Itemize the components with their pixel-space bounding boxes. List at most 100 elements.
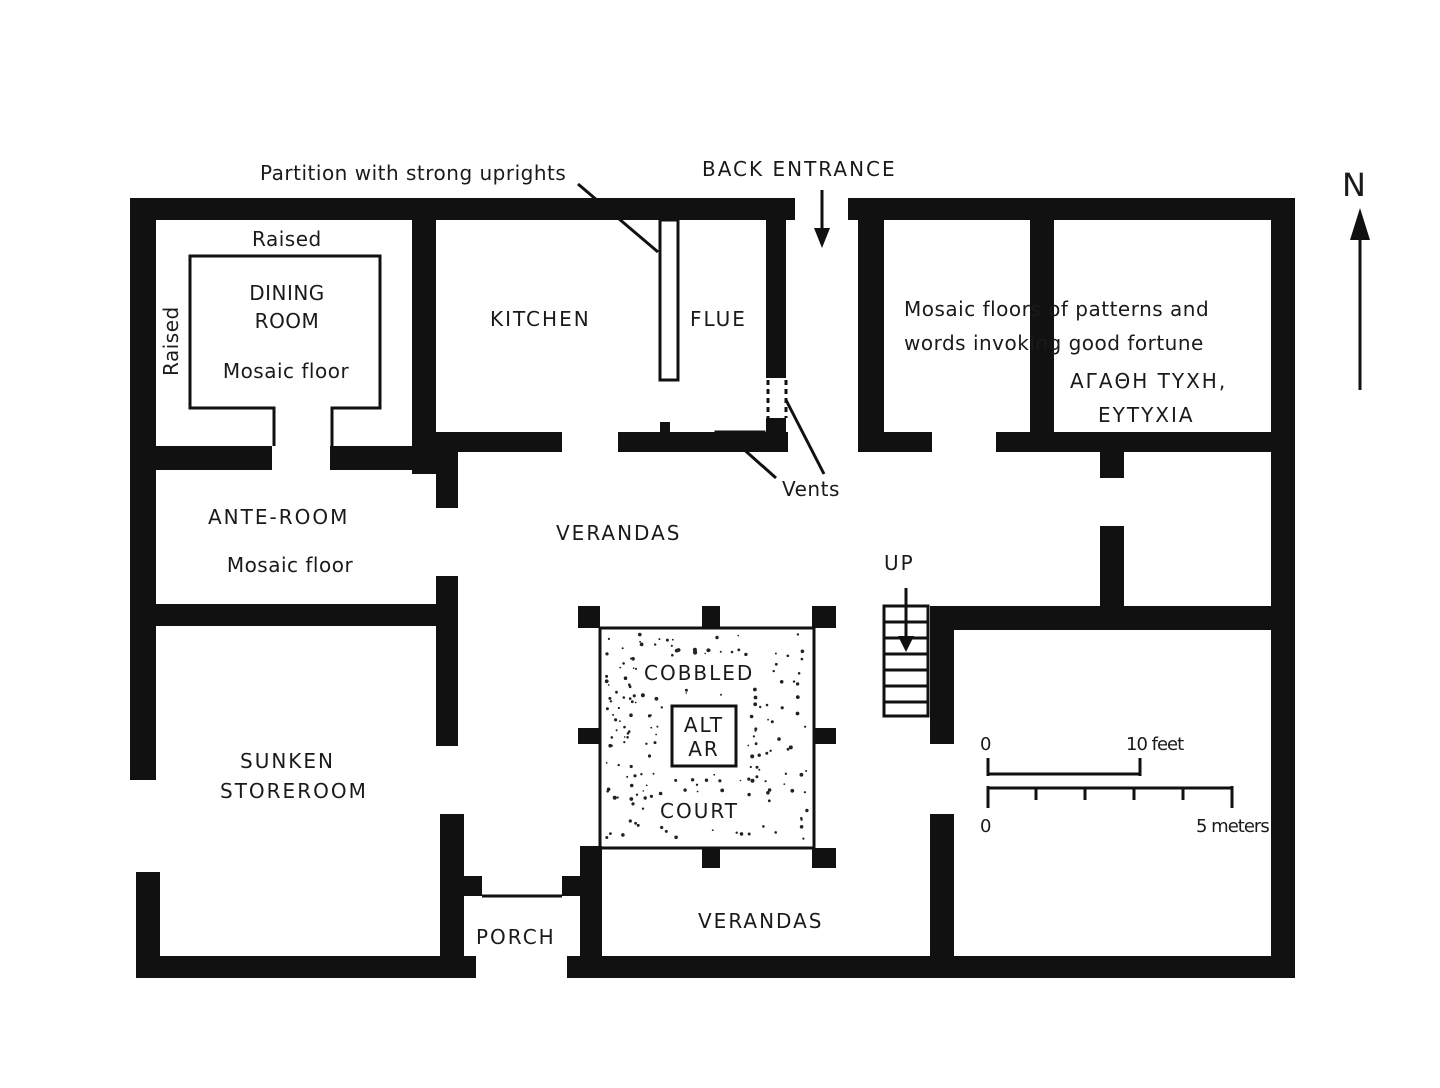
cobble-dot — [609, 832, 612, 835]
cobble-dot — [607, 684, 610, 686]
cobble-dot — [788, 745, 793, 750]
court-label: COURT — [660, 799, 739, 823]
cobble-dot — [629, 713, 633, 717]
cobble-dot — [605, 762, 608, 764]
cobble-dot — [633, 774, 637, 778]
back-entrance-label: BACK ENTRANCE — [702, 157, 897, 181]
partition-upright — [658, 218, 680, 382]
cobble-dot — [767, 799, 771, 803]
cobble-dot — [704, 778, 709, 782]
cobble-dot — [790, 788, 795, 793]
cobble-dot — [774, 662, 778, 666]
cobble-dot — [795, 695, 800, 699]
cobble-dot — [650, 714, 652, 716]
cobble-dot — [638, 632, 642, 637]
cobble-dot — [619, 666, 622, 669]
sunken-label: SUNKEN — [240, 749, 335, 773]
cobble-dot — [707, 648, 711, 652]
cobble-dot — [786, 747, 790, 751]
cobble-dot — [711, 829, 714, 832]
cobble-dot — [660, 825, 664, 830]
cobble-dot — [623, 741, 626, 744]
cobble-dot — [650, 726, 653, 729]
cobble-dot — [629, 783, 634, 788]
cobble-dot — [652, 772, 655, 775]
cobble-dot — [623, 736, 626, 738]
altar-label-1: ALT — [684, 713, 724, 737]
staircase — [882, 588, 930, 718]
cobble-dot — [676, 650, 679, 652]
cobble-dot — [632, 667, 635, 669]
cobble-dot — [762, 825, 765, 828]
cobble-dot — [612, 713, 615, 716]
cobble-dot — [616, 796, 619, 799]
cobble-dot — [623, 676, 628, 680]
cobble-dot — [684, 688, 688, 692]
ante-room-label: ANTE-ROOM — [208, 505, 349, 529]
altar-label-2: AR — [688, 737, 720, 761]
cobble-dot — [622, 662, 625, 665]
cobble-dot — [747, 777, 751, 781]
cobble-dot — [792, 680, 796, 683]
cobble-dot — [805, 770, 808, 772]
cobble-dot — [755, 775, 759, 779]
mosaic-note-line-2: words invoking good fortune — [904, 331, 1204, 355]
outer-walls — [130, 198, 1295, 978]
cobble-dot — [619, 720, 621, 723]
cobble-dot — [804, 725, 807, 728]
cobble-dot — [766, 791, 770, 795]
cobble-dot — [747, 744, 750, 747]
cobble-dot — [803, 791, 807, 794]
cobble-dot — [769, 749, 772, 752]
cobble-dot — [605, 652, 609, 656]
cobble-dot — [628, 697, 632, 700]
cobble-dot — [628, 819, 632, 823]
ante-floor-label: Mosaic floor — [227, 553, 354, 577]
cobble-dot — [671, 653, 674, 657]
cobble-dot — [765, 751, 769, 755]
cobble-dot — [749, 714, 754, 719]
cobble-dot — [645, 784, 648, 787]
scale-meters-end: 5 meters — [1196, 816, 1269, 837]
cobble-dot — [674, 835, 678, 840]
cobble-dot — [753, 695, 758, 700]
cobble-dot — [767, 718, 769, 721]
cobble-dot — [796, 633, 800, 636]
cobble-dot — [630, 657, 632, 660]
cobble-dot — [704, 652, 706, 655]
cobble-dot — [634, 667, 638, 670]
cobble-dot — [658, 638, 661, 641]
cobble-dot — [610, 736, 614, 739]
cobble-dot — [757, 753, 761, 757]
cobble-dot — [658, 791, 663, 796]
cobble-dot — [671, 638, 674, 641]
dining-room-label-1: DINING — [249, 281, 325, 305]
cobble-dot — [737, 634, 739, 637]
cobble-dot — [737, 648, 741, 652]
cobble-dot — [685, 692, 688, 694]
cobble-dot — [623, 725, 626, 729]
cobble-dot — [670, 644, 673, 647]
cobble-dot — [630, 700, 634, 704]
vents-label: Vents — [782, 477, 840, 501]
cobble-dot — [747, 832, 751, 836]
cobble-dot — [642, 790, 645, 792]
cobble-dot — [656, 725, 659, 728]
cobble-dot — [655, 733, 657, 736]
cobble-dot — [683, 788, 687, 792]
verandas-bottom-label: VERANDAS — [698, 909, 823, 933]
scale-bar: 0 10 feet 0 5 meters — [980, 734, 1270, 837]
cobble-dot — [605, 707, 609, 711]
cobble-dot — [610, 744, 613, 747]
cobble-dot — [799, 772, 804, 777]
cobble-dot — [754, 729, 757, 732]
cobble-dot — [634, 821, 637, 825]
cobble-dot — [744, 652, 748, 657]
dining-room-label-2: ROOM — [255, 309, 320, 333]
interior-walls — [150, 198, 1282, 978]
cobble-dot — [800, 657, 804, 661]
cobble-dot — [693, 650, 697, 654]
cobble-dot — [629, 764, 633, 769]
cobble-dot — [730, 650, 734, 654]
